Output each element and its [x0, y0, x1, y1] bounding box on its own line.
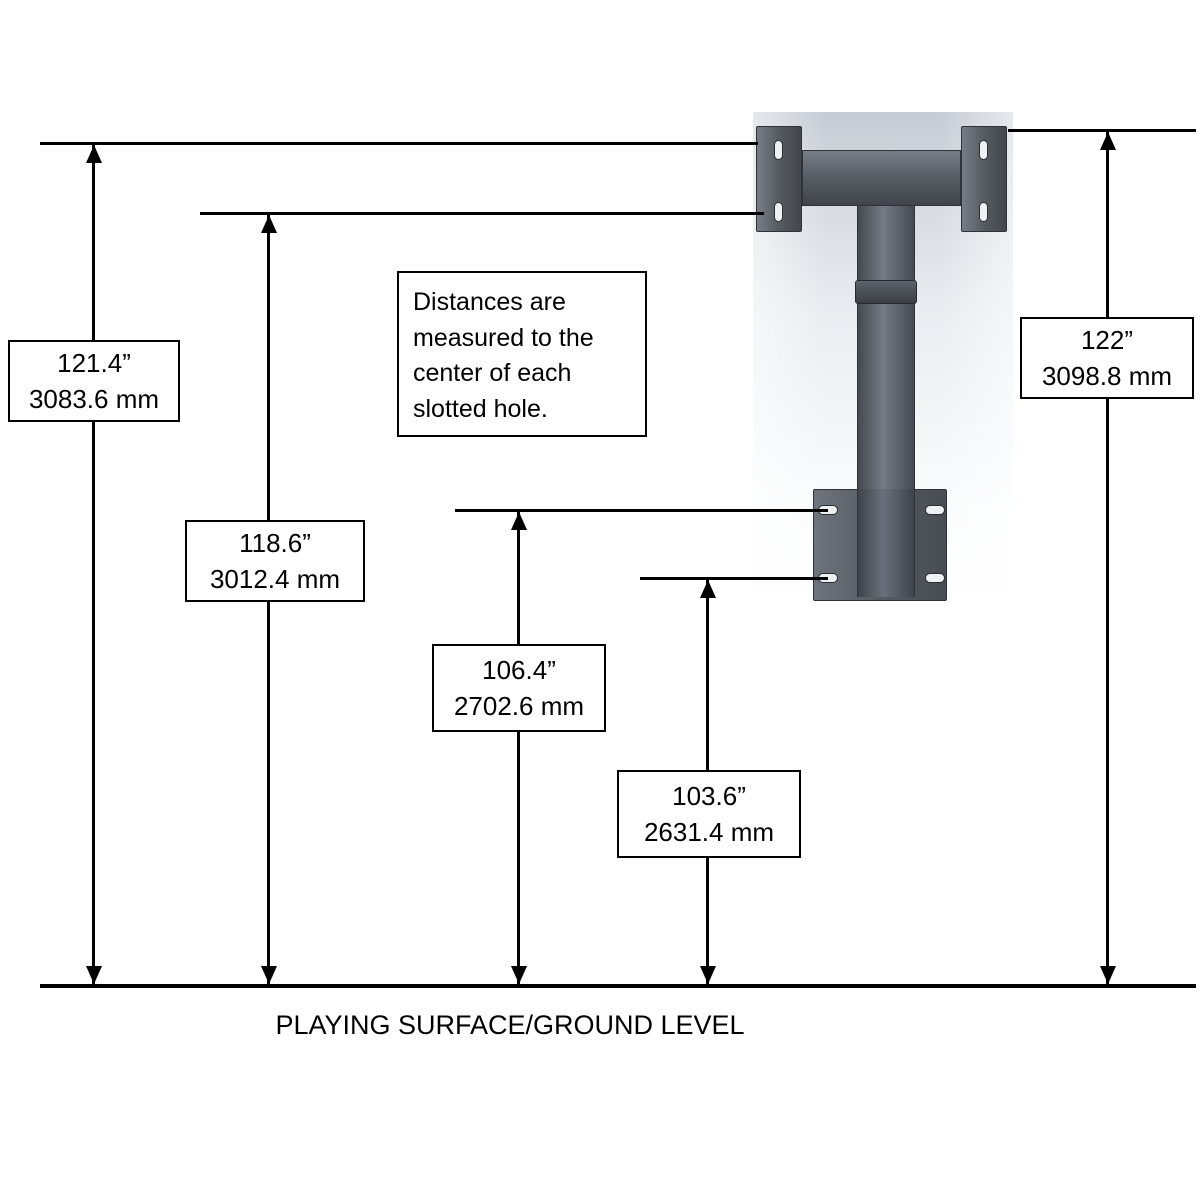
ground-label: PLAYING SURFACE/GROUND LEVEL	[275, 1010, 745, 1040]
dimension-inches: 121.4”	[57, 347, 131, 378]
ref-line-122	[1008, 129, 1196, 132]
ref-line-103	[640, 577, 828, 580]
dimension-mm: 2702.6 mm	[453, 691, 585, 721]
ref-line-118	[200, 212, 764, 215]
arrow-down-icon	[1100, 966, 1116, 984]
left-plate-lower-slot	[774, 202, 783, 222]
post-through-plate	[857, 489, 915, 597]
arrow-up-icon	[86, 145, 102, 163]
dimension-inches: 106.4”	[482, 654, 556, 685]
note-box: Distances are measured to the center of …	[397, 271, 647, 437]
post-collar	[855, 280, 917, 304]
arrow-up-icon	[700, 580, 716, 598]
dimension-mm: 3083.6 mm	[28, 384, 160, 414]
dimension-mm: 3098.8 mm	[1041, 361, 1173, 391]
ref-line-106	[455, 509, 828, 512]
arrow-down-icon	[511, 966, 527, 984]
arrow-up-icon	[261, 215, 277, 233]
arrow-up-icon	[1100, 132, 1116, 150]
dimension-line	[92, 145, 95, 984]
arrow-down-icon	[86, 966, 102, 984]
bottom-plate-slot-bottom-right	[925, 573, 945, 583]
dimension-line	[517, 512, 520, 984]
dimension-line	[1106, 132, 1109, 984]
dimension-inches: 103.6”	[672, 780, 746, 811]
ground-line	[40, 984, 1196, 988]
arrow-up-icon	[511, 512, 527, 530]
dimension-label-118: 118.6” 3012.4 mm	[185, 520, 365, 602]
dimension-label-106: 106.4” 2702.6 mm	[432, 644, 606, 732]
right-plate-lower-slot	[979, 202, 988, 222]
dimension-label-122: 122” 3098.8 mm	[1020, 317, 1194, 399]
dimension-mm: 3012.4 mm	[209, 564, 341, 594]
dimension-inches: 118.6”	[239, 527, 311, 558]
right-plate-upper-slot	[979, 140, 988, 160]
cross-beam	[802, 150, 961, 206]
arrow-down-icon	[261, 966, 277, 984]
vertical-post	[857, 205, 915, 507]
dimension-label-121: 121.4” 3083.6 mm	[8, 340, 180, 422]
note-text: Distances are measured to the center of …	[413, 288, 594, 423]
bottom-plate-slot-top-right	[925, 505, 945, 515]
dimension-inches: 122”	[1080, 324, 1134, 355]
left-plate-upper-slot	[774, 140, 783, 160]
ref-line-121	[40, 142, 758, 145]
arrow-down-icon	[700, 966, 716, 984]
dimension-mm: 2631.4 mm	[643, 817, 775, 847]
dimension-label-103: 103.6” 2631.4 mm	[617, 770, 801, 858]
